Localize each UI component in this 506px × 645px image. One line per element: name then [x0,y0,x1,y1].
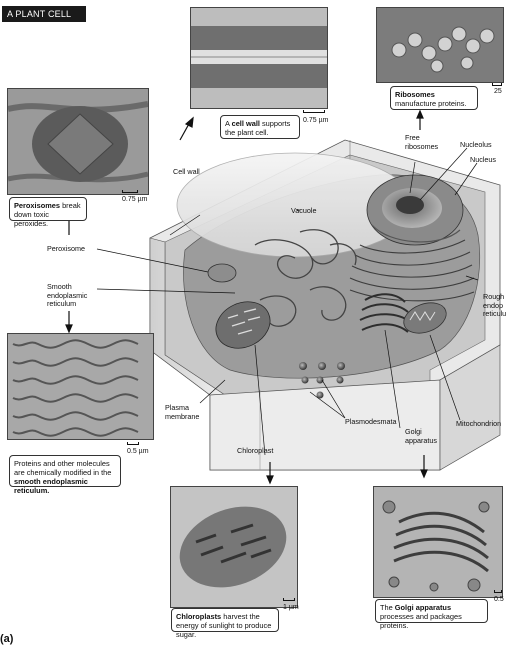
chloroplast-scale: 1 µm [283,604,299,611]
label-cell-wall: Cell wall [173,168,200,177]
smooth-er-caption: Proteins and other molecules are chemica… [9,455,121,487]
label-mitochondrion: Mitochondrion [456,420,501,429]
label-peroxisome: Peroxisome [47,245,85,254]
cell-wall-scale-bar [303,110,325,113]
smooth-er-scale-bar [127,442,139,445]
ribosomes-micrograph [376,7,504,83]
label-smooth-er: Smooth endoplasmic reticulum [47,283,87,309]
golgi-micrograph [373,486,503,598]
smooth-er-scale: 0.5 µm [127,448,149,455]
cell-wall-micrograph [190,7,328,109]
peroxisome-shape [208,264,236,282]
label-rough-er: Rough endop reticulu [483,293,506,319]
golgi-caption: The Golgi apparatus processes and packag… [375,599,488,623]
golgi-scale-bar [494,590,502,593]
label-nucleolus: Nucleolus [460,141,492,150]
peroxisomes-caption: Peroxisomes break down toxic peroxides. [9,197,87,221]
label-golgi-apparatus: Golgi apparatus [405,428,437,445]
label-nucleus: Nucleus [470,156,496,165]
figure-tag: (a) [0,633,13,645]
ribosomes-scale: 25 [494,88,502,95]
peroxisome-scale-bar [122,190,138,193]
label-vacuole: Vacuole [291,207,316,216]
label-plasma-membrane: Plasma membrane [165,404,199,421]
cell-wall-caption: A cell wall supports the plant cell. [220,115,300,139]
golgi-scale: 0.5 [494,596,504,603]
label-free-ribosomes: Free ribosomes [405,134,438,151]
chloroplast-scale-bar [283,598,295,601]
chloroplast-micrograph [170,486,298,608]
smooth-er-micrograph [7,333,154,440]
label-chloroplast: Chloroplast [237,447,273,456]
chloroplasts-caption: Chloroplasts harvest the energy of sunli… [171,608,279,632]
ribosomes-scale-bar [492,83,502,86]
nucleus-shape [367,175,463,245]
ribosomes-caption: Ribosomes manufacture proteins. [390,86,478,110]
peroxisome-micrograph [7,88,149,195]
cell-wall-scale: 0.75 µm [303,117,328,124]
label-plasmodesmata: Plasmodesmata [345,418,397,427]
peroxisome-scale: 0.75 µm [122,196,147,203]
